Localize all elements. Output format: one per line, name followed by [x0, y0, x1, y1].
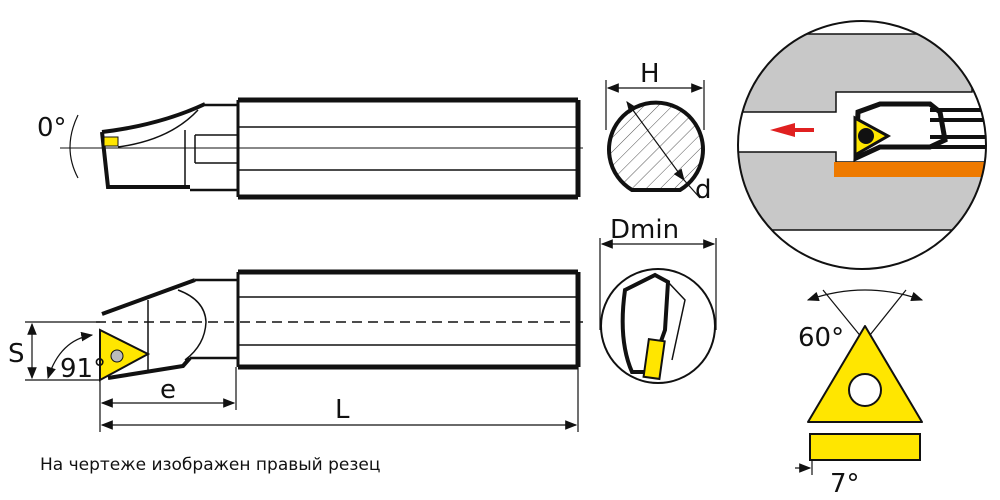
machining-detail	[737, 20, 987, 270]
top-view	[60, 97, 583, 200]
clearance-angle-label: 7°	[830, 469, 860, 499]
insert-bottom-view	[99, 328, 151, 382]
feed-direction-arrow-icon	[770, 123, 814, 137]
insert-screw	[110, 349, 124, 363]
caption: На чертеже изображен правый резец	[40, 455, 380, 475]
insert-angle-label: 60°	[798, 323, 844, 353]
shank-diameter-label: d	[695, 175, 712, 205]
insert-top-view	[103, 136, 119, 147]
offset-label: S	[8, 339, 25, 369]
insert-detail	[795, 289, 924, 475]
head-length-label: e	[160, 375, 176, 405]
total-length-label: L	[335, 395, 350, 425]
bottom-view	[46, 269, 583, 380]
dimension-lines	[25, 321, 579, 432]
min-bore-section	[599, 238, 717, 384]
shank-section	[605, 80, 705, 199]
shank-height-label: H	[640, 59, 660, 89]
approach-angle-label: 91°	[60, 354, 106, 384]
rake-angle-label: 0°	[37, 113, 67, 143]
min-bore-label: Dmin	[610, 215, 679, 245]
